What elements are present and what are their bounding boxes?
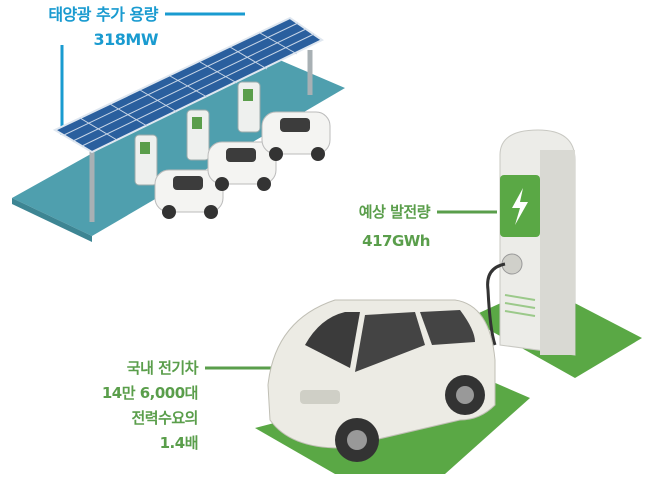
charging-cable (486, 262, 506, 346)
ev-label: 국내 전기차 14만 6,000대 전력수요의 1.4배 (60, 356, 199, 456)
ev-line2: 14만 6,000대 (101, 384, 199, 402)
canopy-posts (89, 50, 313, 222)
small-cars (154, 111, 331, 219)
solar-capacity-value: 318MW (93, 30, 159, 49)
generation-label: 예상 발전량 417GWh (320, 200, 431, 254)
solar-capacity-title: 태양광 추가 용량 (48, 5, 158, 24)
lightning-icon (512, 188, 528, 225)
electric-car (267, 299, 496, 462)
generation-title: 예상 발전량 (358, 203, 431, 221)
small-charger-screens (140, 89, 253, 154)
ev-line3: 전력수요의 (131, 409, 198, 427)
ev-line4: 1.4배 (159, 434, 199, 452)
parking-ground-edge (12, 198, 92, 242)
parking-ground (12, 55, 345, 236)
kiosk-vents (504, 294, 536, 317)
ev-line1: 국내 전기차 (126, 359, 199, 377)
kiosk-side (540, 150, 575, 355)
generation-value: 417GWh (362, 232, 430, 250)
solar-panel-grid (63, 22, 315, 147)
solar-capacity-label: 태양광 추가 용량 318MW (0, 2, 158, 52)
